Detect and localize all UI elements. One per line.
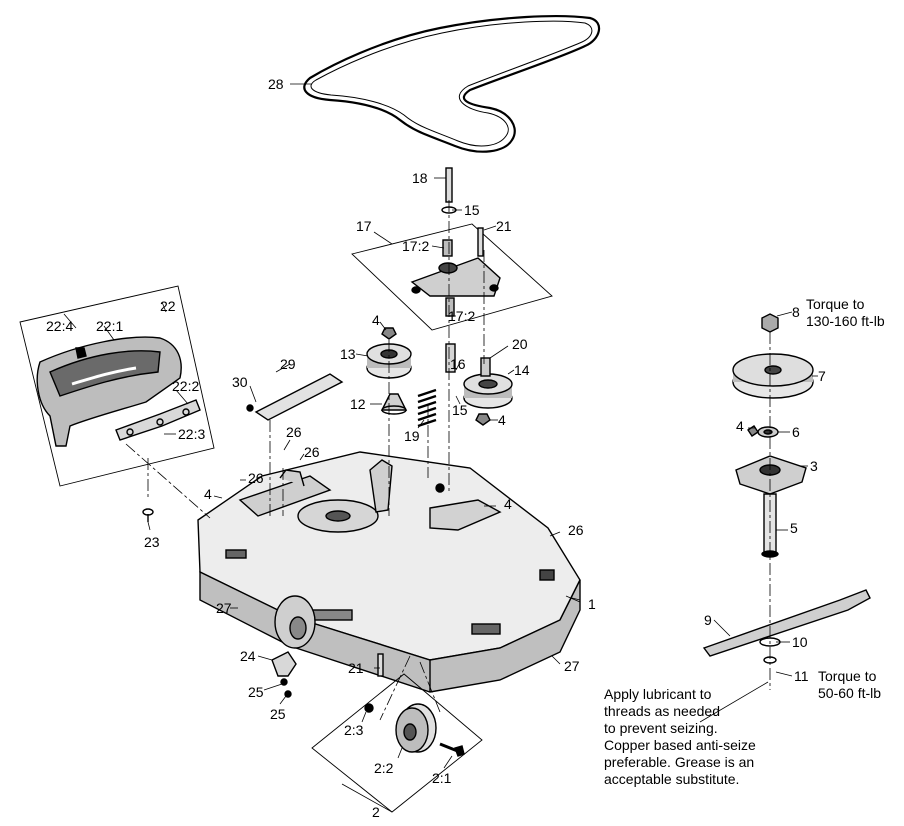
torque-note-lower-line1: Torque to [818,668,877,684]
callout-8: 8 [792,304,800,320]
callout-12: 12 [350,396,366,412]
nut-4-top [381,327,397,340]
bolt-21-bottom [377,653,384,677]
lubricant-note-line: preferable. Grease is an [604,754,755,770]
callout-29: 29 [280,356,296,372]
lubricant-note-line: Copper based anti-seize [604,737,756,753]
callout-6: 6 [792,424,800,440]
blade-9 [702,589,871,664]
torque-note-upper-line2: 130-160 ft-lb [806,313,885,329]
nut-4-right [475,413,491,426]
callout-2-2: 2:2 [374,760,394,776]
callout-26-c: 26 [248,470,264,486]
lubricant-note: Apply lubricant to threads as needed to … [604,686,756,788]
callout-16: 16 [450,356,466,372]
bolt-23 [142,508,154,522]
callout-4-right: 4 [498,412,506,428]
torque-note-lower: Torque to 50-60 ft-lb [818,668,881,702]
callout-2: 2 [372,804,380,820]
callout-22: 22 [160,298,176,314]
callout-4-top: 4 [372,312,380,328]
idler-pulley-14 [463,357,513,409]
callout-2-1: 2:1 [432,770,452,786]
callout-21-bottom: 21 [348,660,364,676]
wheel-assembly-box [311,673,483,813]
callout-26-d: 26 [568,522,584,538]
shaft-16 [445,343,456,373]
leader-lines [63,83,818,813]
callout-18: 18 [412,170,428,186]
callout-9: 9 [704,612,712,628]
idler-arm-box [351,223,553,331]
bracket-29 [246,373,344,421]
lubricant-note-line: threads as needed [604,703,720,719]
callout-4-deck: 4 [504,496,512,512]
callout-24: 24 [240,648,256,664]
callout-14: 14 [514,362,530,378]
lubricant-note-line: acceptable substitute. [604,771,740,787]
callout-17-2-top: 17:2 [402,238,430,254]
callout-15-top: 15 [464,202,480,218]
bolt-21-top [477,227,484,257]
callout-27-right: 27 [564,658,580,674]
callout-22-2: 22:2 [172,378,200,394]
callout-3: 3 [810,458,818,474]
torque-note-upper-line1: Torque to [806,296,865,312]
callout-4-spindle: 4 [736,418,744,434]
deflector-box [19,285,215,487]
gauge-wheel-front [274,595,316,649]
callout-25-b: 25 [270,706,286,722]
callout-2-3: 2:3 [344,722,364,738]
callout-20: 20 [512,336,528,352]
callout-19: 19 [404,428,420,444]
callout-27-left: 27 [216,600,232,616]
spacer-cone-12 [380,393,408,415]
callout-23: 23 [144,534,160,550]
wheel-bracket-24 [271,651,297,677]
callout-13: 13 [340,346,356,362]
spring-19 [417,388,437,428]
callout-21-top: 21 [496,218,512,234]
belt [303,15,601,153]
callout-11: 11 [794,668,809,684]
callout-22-1: 22:1 [96,318,124,334]
callout-17: 17 [356,218,372,234]
callout-4-left: 4 [204,486,212,502]
callout-10: 10 [792,634,808,650]
spindle-assembly [732,313,814,558]
callout-22-3: 22:3 [178,426,206,442]
callout-17-2-bottom: 17:2 [448,308,476,324]
centre-lines [125,200,771,721]
callout-22-4: 22:4 [46,318,74,334]
bolts-25 [280,678,292,698]
idler-pulley-13 [366,343,412,379]
torque-note-lower-line2: 50-60 ft-lb [818,685,882,701]
callout-30: 30 [232,374,248,390]
callout-26-a: 26 [286,424,302,440]
lubricant-note-line: to prevent seizing. [604,720,718,736]
callout-25-a: 25 [248,684,264,700]
callout-7: 7 [818,368,826,384]
callout-28: 28 [268,76,284,92]
callout-15-bottom: 15 [452,402,468,418]
callout-1: 1 [588,596,596,612]
torque-note-upper: Torque to 130-160 ft-lb [806,296,885,330]
lubricant-note-line: Apply lubricant to [604,686,712,702]
callout-5: 5 [790,520,798,536]
callout-26-b: 26 [304,444,320,460]
